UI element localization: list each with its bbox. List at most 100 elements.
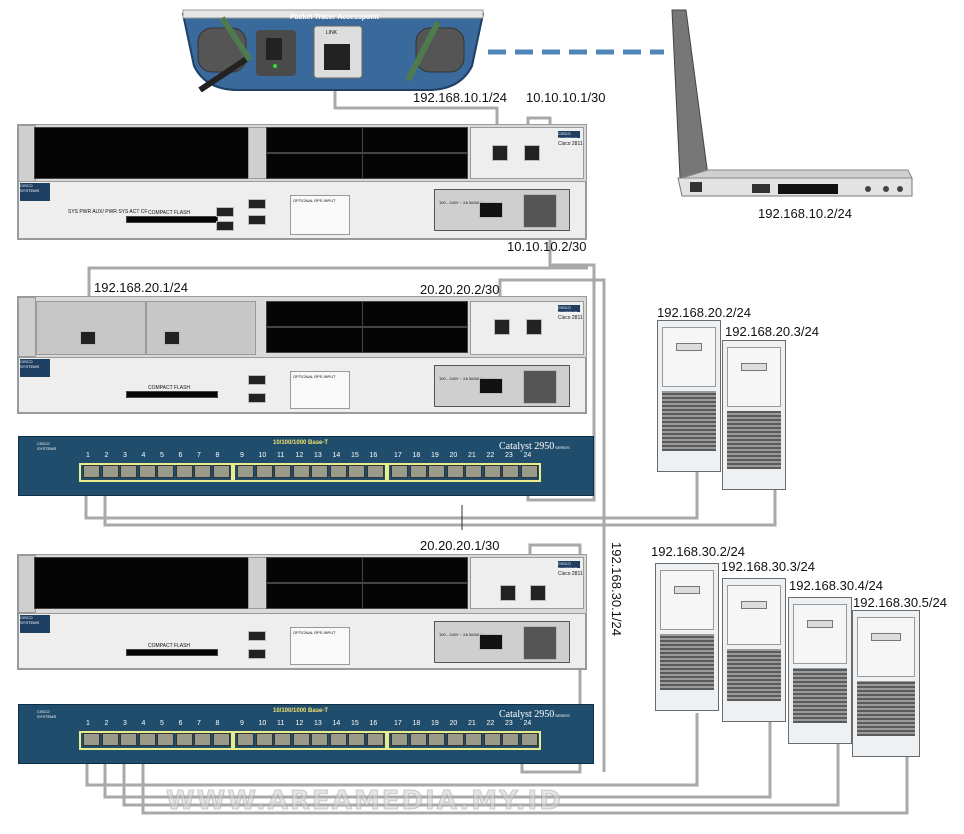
switch-1-port-3[interactable] — [120, 465, 137, 478]
router-1-usb-port-2[interactable] — [248, 215, 266, 225]
switch-2-port-21[interactable] — [465, 733, 482, 746]
switch-2-port-6[interactable] — [175, 733, 193, 746]
switch-1-port-7[interactable] — [194, 465, 211, 478]
switch-2-port-5[interactable] — [157, 733, 174, 746]
router-3-compact-flash-label: COMPACT FLASH — [148, 643, 191, 649]
switch-2-port-20[interactable] — [446, 733, 464, 746]
router-3-logo: CISCO SYSTEMS — [558, 561, 580, 571]
router-1-power-socket[interactable] — [523, 194, 557, 228]
switch-1-port-11[interactable] — [274, 465, 291, 478]
switch-1-port-9[interactable] — [237, 465, 254, 478]
led-sys-act: SYS ACT — [118, 209, 140, 215]
switch-1-port-16[interactable] — [366, 465, 384, 478]
switch-1-port-number: 2 — [104, 452, 109, 459]
switch-1-port-8[interactable] — [212, 465, 230, 478]
switch-2-port-22[interactable] — [483, 733, 501, 746]
router-2-slot-e — [362, 327, 468, 353]
switch-2-port-24[interactable] — [520, 733, 538, 746]
router-1-usb-port[interactable] — [248, 199, 266, 209]
switch-2-port-14[interactable] — [329, 733, 347, 746]
router-2-usb-port[interactable] — [248, 375, 266, 385]
router-3-divider — [248, 557, 268, 609]
switch-2-port-15[interactable] — [348, 733, 365, 746]
switch-1-port-2[interactable] — [101, 465, 119, 478]
pc-optical-drive — [676, 343, 702, 351]
router-2-spare-port[interactable] — [164, 331, 180, 345]
switch-1-port-1[interactable] — [83, 465, 100, 478]
router-3-fa0-0-port[interactable] — [500, 585, 516, 601]
switch-1-port-number: 4 — [141, 452, 146, 459]
switch-1-port-4[interactable] — [138, 465, 156, 478]
router-2[interactable]: CISCO SYSTEMS Cisco 2811 CISCO SYSTEMS C… — [17, 296, 587, 414]
router-1-aux-port[interactable] — [216, 221, 234, 231]
switch-2-port-3[interactable] — [120, 733, 137, 746]
pc-front-bay — [660, 570, 714, 630]
router-3-usb-port[interactable] — [248, 631, 266, 641]
router-1-power-switch[interactable] — [479, 202, 503, 218]
switch-2[interactable]: CISCO SYSTEMS 10/100/1000 Base-T Catalys… — [18, 704, 594, 764]
switch-1-port-6[interactable] — [175, 465, 193, 478]
switch-2-port-17[interactable] — [391, 733, 408, 746]
switch-1-port-10[interactable] — [255, 465, 273, 478]
router-3-power-switch[interactable] — [479, 634, 503, 650]
access-point[interactable]: Packet Tracer Accesspoint LINK — [178, 8, 488, 93]
switch-2-port-18[interactable] — [409, 733, 427, 746]
router-3-usb-port-2[interactable] — [248, 649, 266, 659]
switch-2-port-2[interactable] — [101, 733, 119, 746]
router-2-fa0-0-port[interactable] — [494, 319, 510, 335]
switch-1-port-13[interactable] — [311, 465, 328, 478]
switch-1-port-18[interactable] — [409, 465, 427, 478]
switch-1-port-17[interactable] — [391, 465, 408, 478]
router-3[interactable]: CISCO SYSTEMS Cisco 2811 CISCO SYSTEMS C… — [17, 554, 587, 670]
router-1-fa0-0-port[interactable] — [492, 145, 508, 161]
router-1-console-port[interactable] — [216, 207, 234, 217]
pc-192-168-30-3[interactable] — [722, 578, 786, 722]
switch-1-port-22[interactable] — [483, 465, 501, 478]
switch-2-port-9[interactable] — [237, 733, 254, 746]
switch-2-port-number: 1 — [86, 720, 90, 727]
pc-192-168-30-5[interactable] — [852, 610, 920, 757]
pc-192-168-20-2[interactable] — [657, 320, 721, 472]
switch-2-port-16[interactable] — [366, 733, 384, 746]
switch-2-port-7[interactable] — [194, 733, 211, 746]
router-2-fa0-1-port[interactable] — [526, 319, 542, 335]
router-2-lan-port[interactable] — [80, 331, 96, 345]
pc-192-168-20-3[interactable] — [722, 340, 786, 490]
switch-2-port-12[interactable] — [292, 733, 310, 746]
switch-2-port-11[interactable] — [274, 733, 291, 746]
router-2-power-socket[interactable] — [523, 370, 557, 404]
router-3-power-socket[interactable] — [523, 626, 557, 660]
access-point-link-label: LINK — [326, 30, 338, 36]
switch-1-port-12[interactable] — [292, 465, 310, 478]
switch-1-port-21[interactable] — [465, 465, 482, 478]
switch-1[interactable]: CISCO SYSTEMS 10/100/1000 Base-T Catalys… — [18, 436, 594, 496]
switch-2-port-4[interactable] — [138, 733, 156, 746]
switch-1-port-19[interactable] — [428, 465, 445, 478]
switch-2-port-10[interactable] — [255, 733, 273, 746]
switch-1-port-5[interactable] — [157, 465, 174, 478]
router-1[interactable]: CISCO SYSTEMS Cisco 2811 CISCO SYSTEMS S… — [17, 124, 587, 240]
router-2-usb-port-2[interactable] — [248, 393, 266, 403]
switch-1-port-24[interactable] — [520, 465, 538, 478]
switch-2-port-13[interactable] — [311, 733, 328, 746]
switch-1-port-14[interactable] — [329, 465, 347, 478]
pc-192-168-30-4[interactable] — [788, 597, 852, 744]
switch-2-port-19[interactable] — [428, 733, 445, 746]
cable-sw2-pc30-4 — [122, 740, 840, 807]
router-1-fa0-1-port[interactable] — [524, 145, 540, 161]
router-2-power-switch[interactable] — [479, 378, 503, 394]
router-1-slot-d — [266, 153, 372, 179]
switch-2-port-8[interactable] — [212, 733, 230, 746]
switch-2-port-1[interactable] — [83, 733, 100, 746]
router-3-fa0-1-port[interactable] — [530, 585, 546, 601]
router-1-model: Cisco 2811 — [558, 141, 583, 147]
router-3-rps-label: OPTIONAL RPS INPUT — [293, 630, 336, 635]
switch-1-port-20[interactable] — [446, 465, 464, 478]
pc-192-168-30-2[interactable] — [655, 563, 719, 711]
switch-2-port-23[interactable] — [502, 733, 519, 746]
laptop[interactable] — [668, 8, 916, 198]
switch-1-port-number: 23 — [505, 452, 513, 459]
switch-1-port-15[interactable] — [348, 465, 365, 478]
switch-1-port-23[interactable] — [502, 465, 519, 478]
